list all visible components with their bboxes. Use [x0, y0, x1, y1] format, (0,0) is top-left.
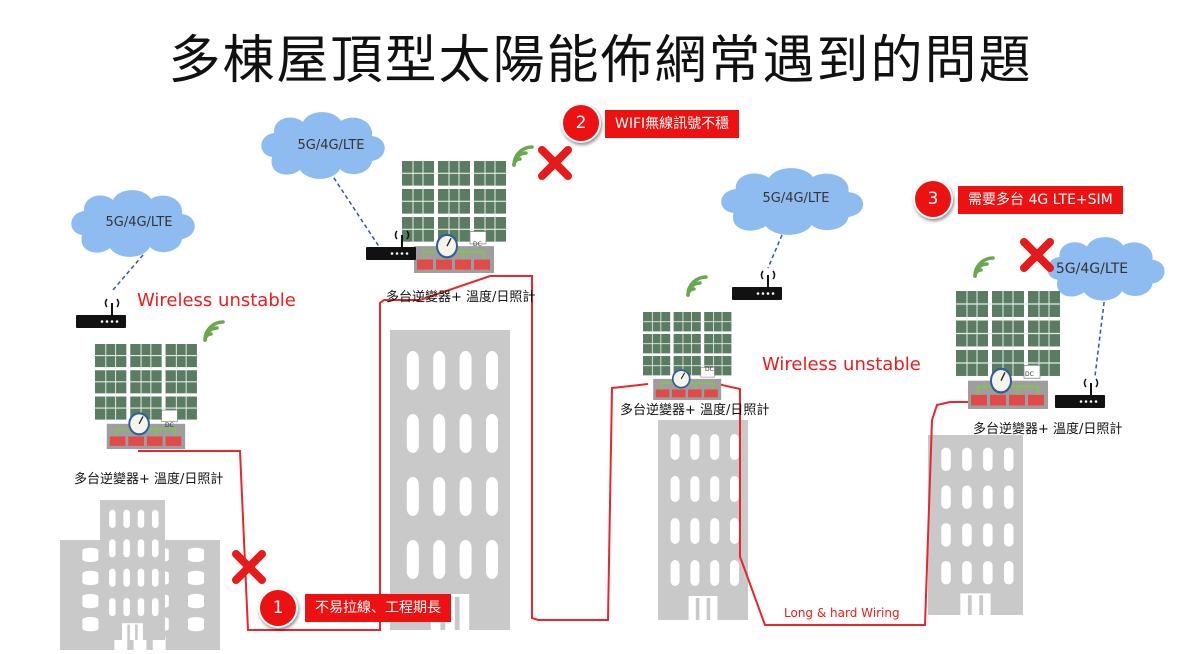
inverter-dc-label: DC — [1025, 371, 1034, 378]
cross-mark-icon — [236, 554, 262, 580]
router-icon — [1054, 378, 1106, 409]
cloud-router-link — [112, 171, 1106, 377]
solar-panel-icon — [642, 311, 733, 401]
issue-callout-3: 需要多台 4G LTE+SIM — [958, 186, 1123, 214]
equipment-label: 多台逆變器+ 溫度/日照計 — [386, 290, 536, 305]
wiring-path — [138, 275, 975, 631]
wiring-label: Long & hard Wiring — [784, 606, 900, 620]
cross-mark-icon — [542, 150, 568, 176]
solar-panel-icon — [954, 289, 1062, 411]
inverter-dc-label: DC — [165, 422, 174, 429]
router-icon — [365, 230, 417, 261]
router-icon — [75, 298, 127, 329]
router-icon — [731, 270, 783, 301]
building-icon — [926, 433, 1025, 617]
building-icon — [98, 498, 167, 642]
building-icon — [656, 418, 750, 622]
equipment-label: 多台逆變器+ 溫度/日照計 — [973, 422, 1123, 437]
solar-panel-icon — [400, 159, 508, 275]
issue-callout-1: 不易拉線、工程期長 — [305, 594, 451, 622]
wifi-signal-icon — [512, 145, 534, 167]
wireless-warning: Wireless unstable — [762, 354, 921, 375]
cloud-label: 5G/4G/LTE — [762, 191, 830, 206]
cloud-label: 5G/4G/LTE — [1055, 261, 1129, 277]
inverter-dc-label: DC — [705, 366, 714, 373]
solar-panel-icon — [93, 342, 198, 451]
wifi-signal-icon — [203, 320, 225, 342]
wireless-warning: Wireless unstable — [137, 290, 296, 311]
issue-badge-2: 2 — [561, 103, 601, 143]
wifi-signal-icon — [973, 256, 995, 278]
building-icon — [390, 330, 510, 630]
inverter-dc-label: DC — [473, 241, 482, 248]
issue-badge-3: 3 — [913, 179, 953, 219]
issue-badge-1: 1 — [258, 588, 298, 628]
cloud-label: 5G/4G/LTE — [105, 215, 173, 230]
page-title: 多棟屋頂型太陽能佈網常遇到的問題 — [168, 31, 1033, 91]
wifi-signal-icon — [686, 275, 708, 297]
equipment-label: 多台逆變器+ 溫度/日照計 — [620, 403, 770, 418]
cloud-label: 5G/4G/LTE — [297, 138, 365, 153]
issue-callout-2: WIFI無線訊號不穩 — [605, 110, 740, 138]
equipment-label: 多台逆變器+ 溫度/日照計 — [74, 472, 224, 487]
